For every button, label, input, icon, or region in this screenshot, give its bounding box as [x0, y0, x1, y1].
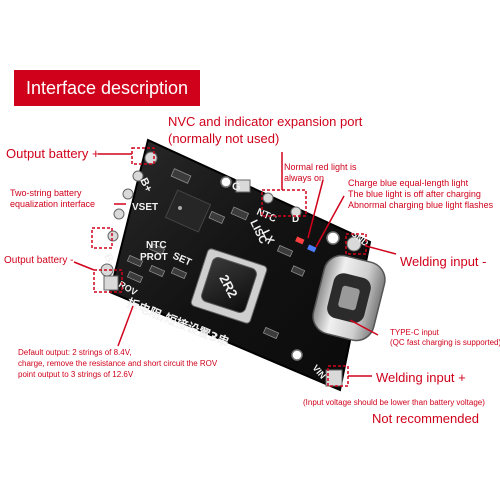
blue-led	[307, 244, 317, 253]
label-two-string-2: equalization interface	[10, 199, 96, 209]
label-default-3: point output to 3 strings of 12.6V	[18, 370, 134, 379]
top-pads	[235, 179, 302, 218]
usb-c-connector	[312, 254, 386, 342]
label-input-voltage-note: (Input voltage should be lower than batt…	[303, 398, 485, 407]
mounting-hole	[326, 231, 340, 245]
silk-vset: VSET	[132, 202, 158, 213]
mounting-hole	[291, 349, 303, 361]
label-blue-light-2: The blue light is off after charging	[348, 189, 481, 199]
vin-pad	[325, 369, 343, 387]
silk-ntc: NTC	[146, 240, 167, 251]
silk-d: D	[292, 214, 299, 225]
silk-lx: LX	[259, 228, 276, 246]
label-typec-2: (QC fast charging is supported)	[390, 338, 500, 347]
label-default-1: Default output: 2 strings of 8.4V,	[18, 348, 132, 357]
label-blue-light-1: Charge blue equal-length light	[348, 178, 469, 188]
label-blue-light-3: Abnormal charging blue light flashes	[348, 200, 494, 210]
silk-bminus: B-	[101, 252, 117, 268]
title-text: Interface description	[25, 77, 189, 98]
ic-chip	[164, 189, 212, 233]
mounting-hole	[220, 176, 232, 188]
label-red-light-2: always on	[284, 173, 325, 183]
label-two-string-1: Two-string battery	[10, 188, 82, 198]
label-welding-plus: Welding input +	[376, 370, 466, 385]
label-output-plus: Output battery +	[6, 146, 100, 161]
label-output-minus: Output battery -	[4, 255, 74, 266]
label-not-recommended: Not recommended	[372, 411, 479, 426]
silk-prot: PROT	[140, 252, 168, 263]
silk-bplus: B+	[137, 176, 154, 194]
gnd-pad	[346, 236, 362, 252]
label-welding-minus: Welding input -	[400, 254, 487, 269]
left-pads	[100, 151, 158, 291]
label-typec-1: TYPE-C input	[390, 328, 439, 337]
silk-g: G	[232, 181, 241, 193]
red-led	[295, 236, 305, 245]
callout-markers	[73, 147, 397, 387]
smd-components	[126, 168, 306, 340]
title-banner: Interface description	[14, 70, 200, 106]
label-nvc-port: NVC and indicator expansion port	[168, 114, 363, 129]
label-nvc-port-note: (normally not used)	[168, 131, 280, 146]
label-default-2: charge, remove the resistance and short …	[18, 359, 218, 368]
inductor: 2R2	[190, 248, 268, 324]
label-red-light-1: Normal red light is	[284, 162, 357, 172]
